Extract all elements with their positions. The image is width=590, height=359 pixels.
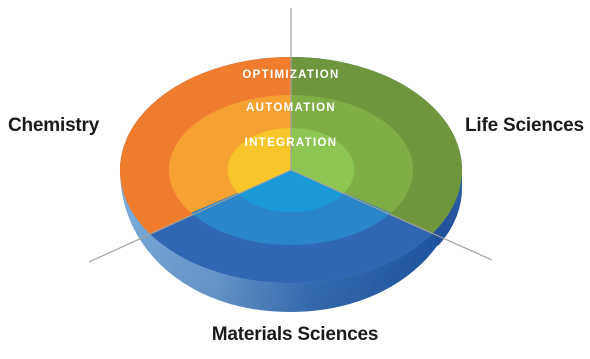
chemistry-inner-ring: [227, 127, 291, 194]
sector-label-materials-sciences: Materials Sciences: [211, 324, 379, 345]
bowl-shading: [120, 170, 462, 312]
ring-label-automation: AUTOMATION: [246, 102, 336, 114]
divider-line-left: [88, 169, 292, 263]
materials-sciences-inner-ring: [239, 170, 343, 213]
divider-line-right: [290, 169, 493, 261]
sector-label-chemistry: Chemistry: [8, 115, 100, 136]
ring-label-optimization: OPTIMIZATION: [242, 69, 339, 81]
sector-label-life-sciences: Life Sciences: [465, 115, 584, 136]
life-sciences-middle-ring: [291, 94, 414, 213]
life-sciences-rim: [432, 170, 463, 246]
chemistry-middle-ring: [168, 94, 291, 213]
life-sciences-inner-ring: [291, 127, 355, 194]
ring-label-integration: INTEGRATION: [245, 137, 338, 149]
